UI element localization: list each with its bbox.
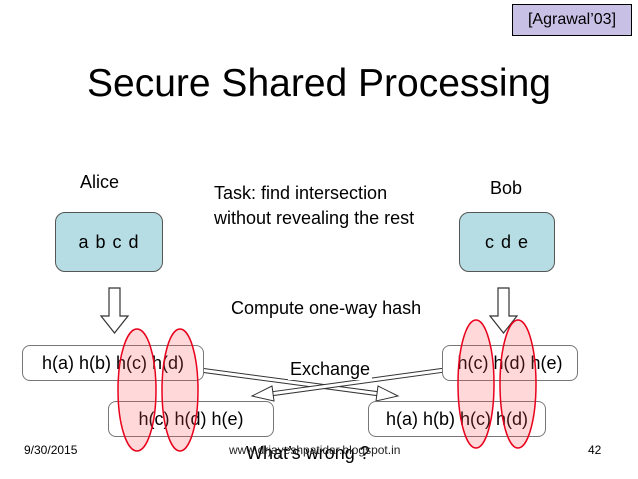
- footer-page-number: 42: [588, 443, 602, 457]
- bob-down-arrow: [488, 287, 519, 334]
- citation-badge: [Agrawal’03]: [512, 4, 632, 36]
- alice-hash-box: h(a) h(b) h(c) h(d): [22, 345, 204, 381]
- question-text: What’s wrong ?: [246, 443, 370, 463]
- highlight-ellipse: [499, 319, 537, 449]
- compute-hash-label: Compute one-way hash: [231, 298, 422, 318]
- highlight-ellipse: [117, 328, 157, 452]
- bob-hash-box: h(c) h(d) h(e): [442, 345, 578, 381]
- exchange-arrow-head-right: [375, 385, 400, 402]
- alice-label: Alice: [80, 172, 120, 192]
- alice-down-arrow: [99, 287, 130, 334]
- exchange-arrow-head-left: [250, 385, 275, 402]
- slide-title: Secure Shared Processing: [87, 62, 551, 105]
- highlight-ellipse: [457, 319, 495, 449]
- bob-set-box: c d e: [459, 212, 555, 272]
- task-description: Task: find intersection without revealin…: [214, 183, 415, 228]
- exchange-label: Exchange: [288, 359, 373, 380]
- footer-date: 9/30/2015: [24, 443, 78, 457]
- footer-url[interactable]: www.drjayeshpatidar.blogspot.in: [229, 443, 401, 457]
- highlight-ellipse: [161, 328, 199, 452]
- bob-label: Bob: [490, 178, 523, 198]
- alice-set-box: a b c d: [55, 212, 163, 272]
